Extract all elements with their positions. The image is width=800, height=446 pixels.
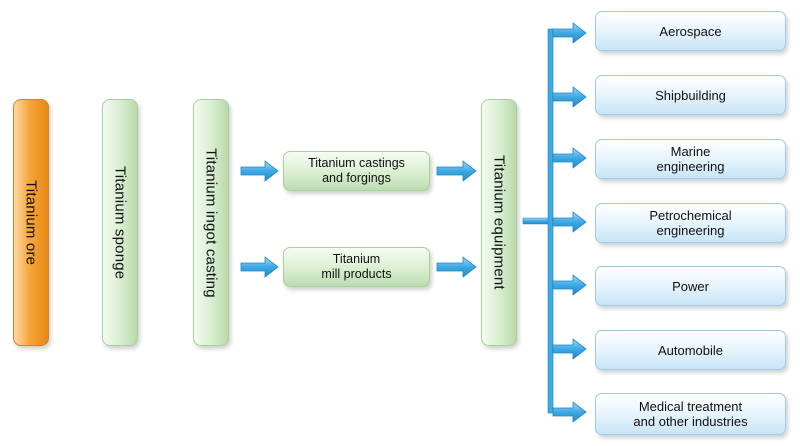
titanium-sponge-label: Titanium sponge	[111, 165, 129, 280]
titanium-ingot-casting-label: Titanium ingot casting	[202, 147, 220, 298]
titanium-ingot-casting-box: Titanium ingot casting	[193, 99, 229, 346]
titanium-castings-line-1: Titanium castings	[308, 156, 405, 170]
arrow-to-petrochemical	[552, 211, 587, 233]
titanium-mill-line-2: mill products	[321, 267, 392, 281]
arrow-mill-to-equipment	[436, 256, 477, 278]
connector-trunk	[547, 28, 554, 414]
industry-power-label: Power	[672, 278, 709, 294]
industry-shipbuilding-box: Shipbuilding	[595, 75, 786, 115]
arrow-to-medical	[552, 401, 587, 423]
industry-petrochemical-engineering-box: Petrochemical engineering	[595, 203, 786, 243]
titanium-equipment-box: Titanium equipment	[481, 99, 517, 346]
industry-aerospace-box: Aerospace	[595, 11, 786, 51]
industry-automobile-label: Automobile	[657, 342, 724, 358]
arrow-to-aerospace	[552, 22, 587, 44]
titanium-mill-products-box: Titanium mill products	[283, 247, 430, 287]
arrow-to-marine	[552, 147, 587, 169]
industry-marine-line-1: Marine	[670, 144, 711, 159]
titanium-ore-label: Titanium ore	[22, 179, 40, 266]
arrow-castings-to-equipment	[436, 160, 477, 182]
industry-medical-box: Medical treatment and other industries	[595, 393, 786, 435]
industry-shipbuilding-label: Shipbuilding	[655, 87, 726, 103]
titanium-castings-line-2: and forgings	[322, 171, 391, 185]
arrow-to-power	[552, 274, 587, 296]
industry-marine-engineering-box: Marine engineering	[595, 139, 786, 179]
industry-marine-line-2: engineering	[656, 159, 725, 174]
industry-power-box: Power	[595, 266, 786, 306]
arrow-ingot-to-mill	[240, 256, 279, 278]
titanium-equipment-label: Titanium equipment	[490, 155, 508, 290]
industry-medical-line-2: and other industries	[633, 414, 748, 429]
arrow-to-shipbuilding	[552, 86, 587, 108]
connector-equipment-to-trunk	[522, 217, 552, 225]
titanium-mill-line-1: Titanium	[332, 252, 381, 266]
arrow-ingot-to-castings	[240, 160, 279, 182]
industry-medical-line-1: Medical treatment	[638, 399, 743, 414]
titanium-ore-box: Titanium ore	[13, 99, 49, 346]
titanium-sponge-box: Titanium sponge	[102, 99, 138, 346]
industry-aerospace-label: Aerospace	[659, 23, 722, 39]
industry-automobile-box: Automobile	[595, 330, 786, 370]
arrow-to-automobile	[552, 338, 587, 360]
industry-petrochemical-line-2: engineering	[656, 223, 725, 238]
titanium-castings-box: Titanium castings and forgings	[283, 151, 430, 191]
industry-petrochemical-line-1: Petrochemical	[649, 208, 732, 223]
